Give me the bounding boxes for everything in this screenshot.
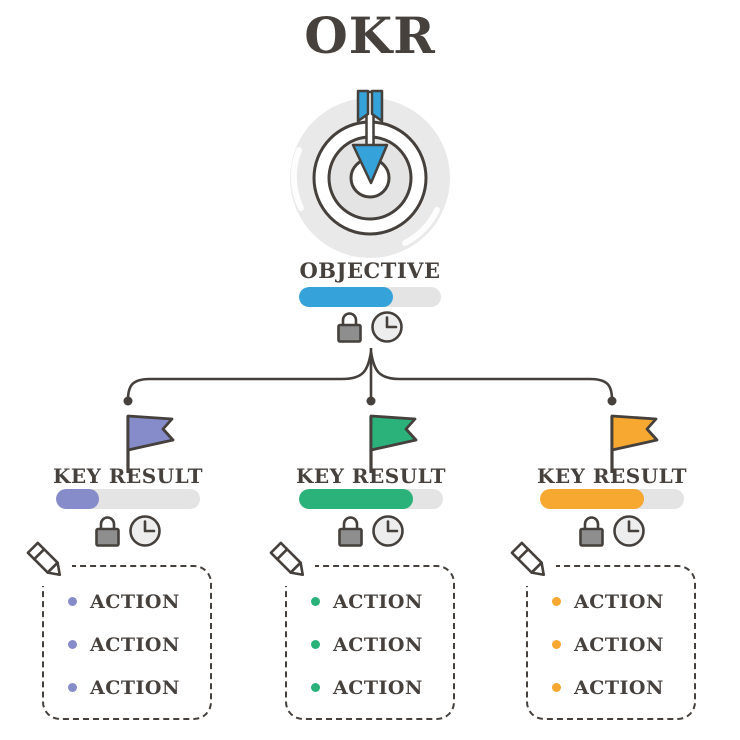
action-item: ACTION xyxy=(552,587,664,616)
lock-icon xyxy=(338,516,363,547)
action-plan-box: ACTION ACTION ACTION xyxy=(285,565,455,720)
bullet-dot xyxy=(552,597,561,606)
action-label: ACTION xyxy=(90,590,180,613)
objective-status-icons xyxy=(336,310,404,344)
key-result-label: KEY RESULT xyxy=(537,464,687,488)
action-item: ACTION xyxy=(552,630,664,659)
flag-icon xyxy=(369,414,418,473)
key-result-status-icons xyxy=(578,514,646,548)
action-list: ACTION ACTION ACTION xyxy=(311,587,423,702)
flag-icon xyxy=(126,414,175,473)
action-label: ACTION xyxy=(574,633,664,656)
lock-icon xyxy=(337,312,362,343)
key-result-progress-fill xyxy=(540,489,644,509)
action-item: ACTION xyxy=(311,630,423,659)
clock-icon xyxy=(371,311,403,343)
action-list: ACTION ACTION ACTION xyxy=(552,587,664,702)
clock-icon xyxy=(613,515,645,547)
action-item: ACTION xyxy=(552,673,664,702)
bullet-dot xyxy=(68,683,77,692)
key-result-progress-bar xyxy=(540,489,684,509)
key-result-status-icons xyxy=(337,514,405,548)
key-result-progress-fill xyxy=(299,489,413,509)
bullet-dot xyxy=(311,683,320,692)
key-result-progress-bar xyxy=(56,489,200,509)
lock-icon xyxy=(95,516,120,547)
action-label: ACTION xyxy=(333,633,423,656)
clock-icon xyxy=(372,515,404,547)
action-label: ACTION xyxy=(574,590,664,613)
action-list: ACTION ACTION ACTION xyxy=(68,587,180,702)
objective-progress-fill xyxy=(299,287,393,307)
bullet-dot xyxy=(552,683,561,692)
action-label: ACTION xyxy=(333,676,423,699)
flag-icon xyxy=(610,414,659,473)
lock-icon xyxy=(579,516,604,547)
key-result-status-icons xyxy=(94,514,162,548)
action-plan-box: ACTION ACTION ACTION xyxy=(42,565,212,720)
pencil-icon xyxy=(510,541,546,577)
action-label: ACTION xyxy=(90,633,180,656)
target-with-arrow-icon xyxy=(290,89,450,258)
arrow-icon xyxy=(351,89,389,185)
action-item: ACTION xyxy=(311,587,423,616)
pencil-icon xyxy=(26,541,62,577)
action-item: ACTION xyxy=(68,630,180,659)
key-result-label: KEY RESULT xyxy=(53,464,203,488)
key-result-label: KEY RESULT xyxy=(296,464,446,488)
objective-progress-bar xyxy=(299,287,441,307)
action-label: ACTION xyxy=(333,590,423,613)
clock-icon xyxy=(129,515,161,547)
action-label: ACTION xyxy=(574,676,664,699)
action-item: ACTION xyxy=(311,673,423,702)
key-result-progress-bar xyxy=(299,489,443,509)
objective-label: OBJECTIVE xyxy=(299,258,441,283)
action-label: ACTION xyxy=(90,676,180,699)
bullet-dot xyxy=(68,597,77,606)
diagram-title: OKR xyxy=(304,6,436,65)
bullet-dot xyxy=(68,640,77,649)
bullet-dot xyxy=(552,640,561,649)
action-item: ACTION xyxy=(68,673,180,702)
action-plan-box: ACTION ACTION ACTION xyxy=(526,565,696,720)
key-result-progress-fill xyxy=(56,489,100,509)
pencil-icon xyxy=(269,541,305,577)
bullet-dot xyxy=(311,597,320,606)
bullet-dot xyxy=(311,640,320,649)
action-item: ACTION xyxy=(68,587,180,616)
